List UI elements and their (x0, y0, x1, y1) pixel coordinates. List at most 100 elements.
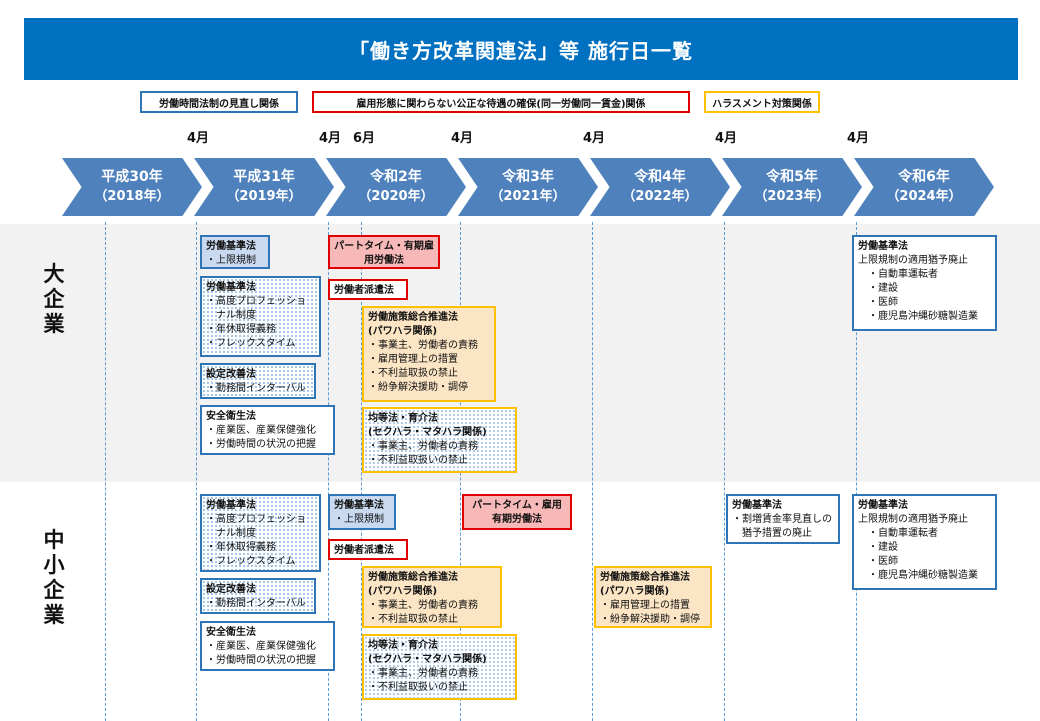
law-item: ・雇用管理上の措置 (368, 354, 458, 365)
year-western: （2021年） (490, 189, 566, 204)
law-item: ・割増賃金率見直しの (732, 514, 832, 525)
law-item: ・事業主、労働者の責務 (368, 340, 478, 351)
law-item: ・医師 (858, 556, 898, 567)
law-box: 労働基準法 上限規制の適用猶予廃止 ・自動車運転者 ・建設 ・医師 ・鹿児島沖縄… (852, 494, 997, 590)
law-item: ・不利益取扱いの禁止 (368, 682, 468, 693)
month-marker: 6月 (353, 131, 376, 146)
law-title: 労働基準法 (732, 500, 782, 511)
legend-equal-pay: 雇用形態に関わらない公正な待遇の確保(同一労働同一賃金)関係 (312, 91, 690, 113)
law-title: 労働者派遣法 (334, 545, 394, 556)
law-title: 均等法・育介法 (368, 640, 438, 651)
law-item: ・鹿児島沖縄砂糖製造業 (858, 570, 978, 581)
timeline-divider (361, 222, 362, 721)
legend-working-hours: 労働時間法制の見直し関係 (140, 91, 298, 113)
law-box: 労働施策総合推進法 (パワハラ関係) ・雇用管理上の措置 ・紛争解決援助・調停 (594, 566, 712, 628)
law-item: ・高度プロフェッショ (206, 514, 306, 525)
law-item: ・自動車運転者 (858, 269, 938, 280)
year-name: 平成30年 (101, 169, 163, 185)
law-title: 設定改善法 (206, 584, 256, 595)
year-western: （2018年） (94, 189, 170, 204)
law-title: 労働施策総合推進法 (368, 572, 458, 583)
law-item: ナル制度 (206, 528, 256, 539)
law-subtitle: (セクハラ・マタハラ関係) (368, 654, 487, 665)
law-title: 労働基準法 (858, 241, 908, 252)
timeline-divider (592, 222, 593, 721)
law-box: パートタイム・有期雇用労働法 (328, 235, 440, 269)
law-box: 労働基準法 ・上限規制 (328, 494, 396, 530)
timeline-divider (105, 222, 106, 721)
law-title: パートタイム・有期雇用労働法 (334, 241, 434, 266)
law-box: 労働基準法 ・上限規制 (200, 235, 270, 269)
law-box: 安全衛生法 ・産業医、産業保健強化 ・労働時間の状況の把握 (200, 621, 335, 671)
timeline-divider (196, 222, 197, 721)
month-marker: 4月 (847, 131, 870, 146)
year-name: 令和4年 (634, 169, 686, 185)
year-western: （2023年） (754, 189, 830, 204)
law-item: ・不利益取扱いの禁止 (368, 455, 468, 466)
law-subtitle: (パワハラ関係) (600, 586, 670, 597)
law-box: 安全衛生法 ・産業医、産業保健強化 ・労働時間の状況の把握 (200, 405, 335, 455)
law-item: ・上限規制 (334, 514, 384, 525)
law-item: ・労働時間の状況の把握 (206, 439, 316, 450)
month-marker: 4月 (583, 131, 606, 146)
year-chevron: 令和4年 （2022年） (590, 158, 730, 216)
legend-harassment: ハラスメント対策関係 (704, 91, 820, 113)
year-chevron: 令和5年 （2023年） (722, 158, 862, 216)
timeline-divider (856, 222, 857, 721)
law-item: ・事業主、労働者の責務 (368, 600, 478, 611)
law-box: 均等法・育介法 (セクハラ・マタハラ関係) ・事業主、労働者の責務 ・不利益取扱… (362, 407, 517, 473)
law-subtitle: (パワハラ関係) (368, 586, 438, 597)
law-box: 労働施策総合推進法 (パワハラ関係) ・事業主、労働者の責務 ・不利益取扱の禁止 (362, 566, 502, 628)
law-title: 労働基準法 (858, 500, 908, 511)
year-western: （2024年） (886, 189, 962, 204)
law-item: ・雇用管理上の措置 (600, 600, 690, 611)
law-item: ・紛争解決援助・調停 (600, 614, 700, 625)
year-chevron: 平成31年 （2019年） (194, 158, 334, 216)
law-item: ・鹿児島沖縄砂糖製造業 (858, 311, 978, 322)
year-name: 令和2年 (370, 169, 422, 185)
law-title: 労働施策総合推進法 (600, 572, 690, 583)
section-label-large: 大企業 (43, 262, 65, 336)
law-item: ・自動車運転者 (858, 528, 938, 539)
law-box: 労働基準法 上限規制の適用猶予廃止 ・自動車運転者 ・建設 ・医師 ・鹿児島沖縄… (852, 235, 997, 331)
timeline-divider (328, 222, 329, 721)
law-title: パートタイム・雇用有期労働法 (472, 500, 562, 525)
law-title: 労働基準法 (334, 500, 384, 511)
law-box: 設定改善法 ・勤務間インターバル (200, 578, 316, 614)
law-box: 労働者派遣法 (328, 539, 408, 560)
year-name: 令和3年 (502, 169, 554, 185)
law-box: 労働基準法 ・高度プロフェッショ ナル制度 ・年休取得義務 ・フレックスタイム (200, 276, 321, 357)
law-title: 均等法・育介法 (368, 413, 438, 424)
year-name: 令和6年 (898, 169, 950, 185)
law-item: ナル制度 (206, 310, 256, 321)
law-title: 労働者派遣法 (334, 285, 394, 296)
month-marker: 4月 (187, 131, 210, 146)
law-box: パートタイム・雇用有期労働法 (462, 494, 572, 530)
law-box: 設定改善法 ・勤務間インターバル (200, 363, 316, 399)
law-item: ・年休取得義務 (206, 542, 276, 553)
law-item: ・事業主、労働者の責務 (368, 441, 478, 452)
law-item: ・不利益取扱の禁止 (368, 368, 458, 379)
law-box: 労働施策総合推進法 (パワハラ関係) ・事業主、労働者の責務 ・雇用管理上の措置… (362, 306, 496, 402)
law-title: 安全衛生法 (206, 411, 256, 422)
law-item: ・年休取得義務 (206, 324, 276, 335)
month-marker: 4月 (715, 131, 738, 146)
law-item: ・勤務間インターバル (206, 598, 306, 609)
law-item: ・建設 (858, 283, 898, 294)
year-western: （2020年） (358, 189, 434, 204)
law-item: ・不利益取扱の禁止 (368, 614, 458, 625)
law-item: ・産業医、産業保健強化 (206, 425, 316, 436)
law-item: ・勤務間インターバル (206, 383, 306, 394)
law-item: ・建設 (858, 542, 898, 553)
law-title: 安全衛生法 (206, 627, 256, 638)
year-western: （2019年） (226, 189, 302, 204)
year-chevron: 平成30年 （2018年） (62, 158, 202, 216)
law-item: ・事業主、労働者の責務 (368, 668, 478, 679)
month-marker: 4月 (451, 131, 474, 146)
law-item: ・医師 (858, 297, 898, 308)
law-item: ・フレックスタイム (206, 338, 296, 349)
page-title: 「働き方改革関連法」等 施行日一覧 (24, 18, 1018, 80)
law-box: 均等法・育介法 (セクハラ・マタハラ関係) ・事業主、労働者の責務 ・不利益取扱… (362, 634, 517, 700)
law-title: 労働基準法 (206, 500, 256, 511)
law-item: ・紛争解決援助・調停 (368, 382, 468, 393)
